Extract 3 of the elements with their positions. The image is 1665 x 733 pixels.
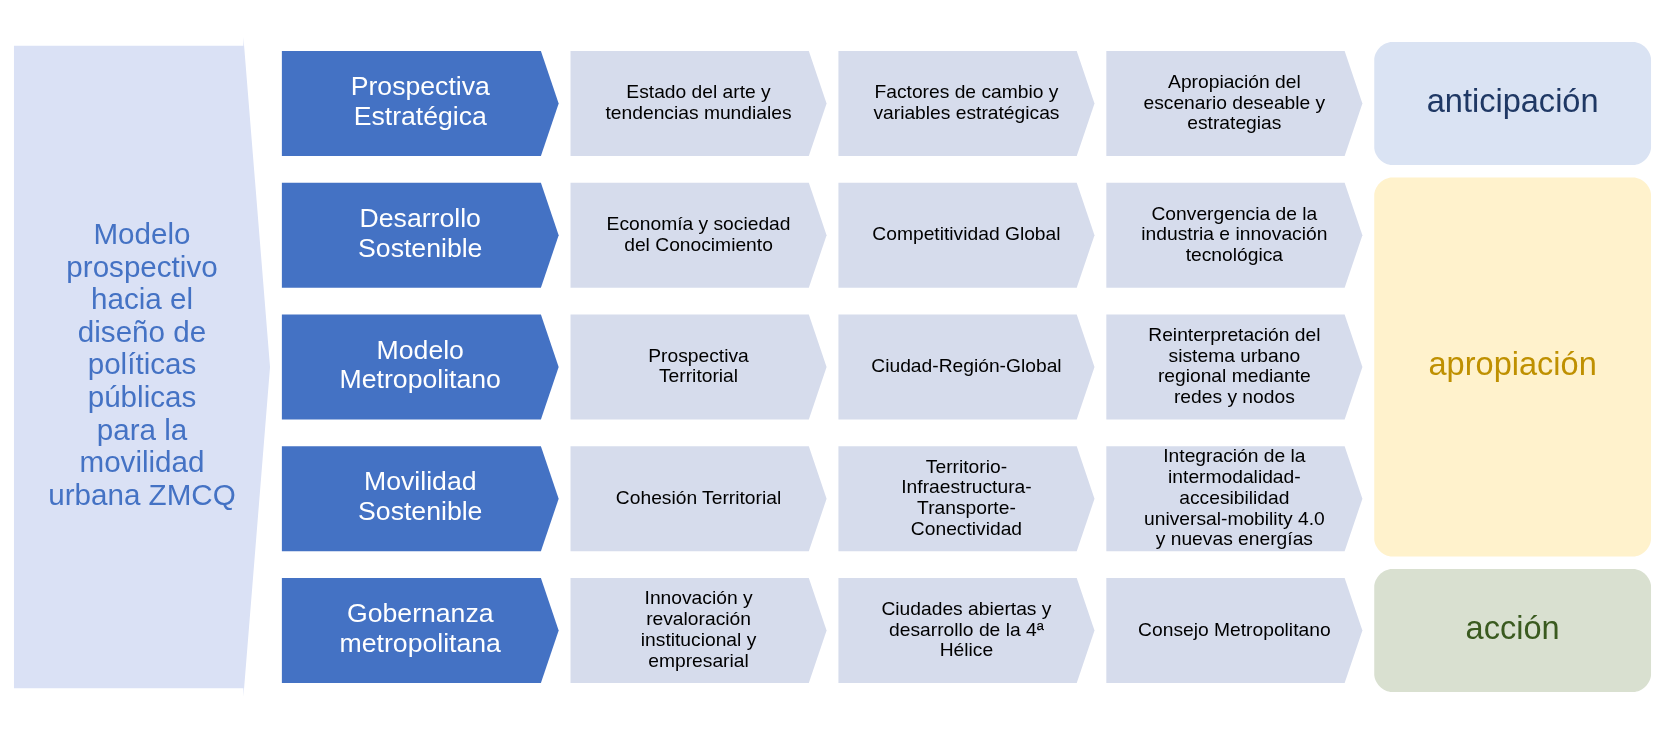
node-box: apropiación xyxy=(1374,177,1652,556)
node-box: anticipación xyxy=(1374,41,1652,165)
node-box: acción xyxy=(1374,568,1652,692)
